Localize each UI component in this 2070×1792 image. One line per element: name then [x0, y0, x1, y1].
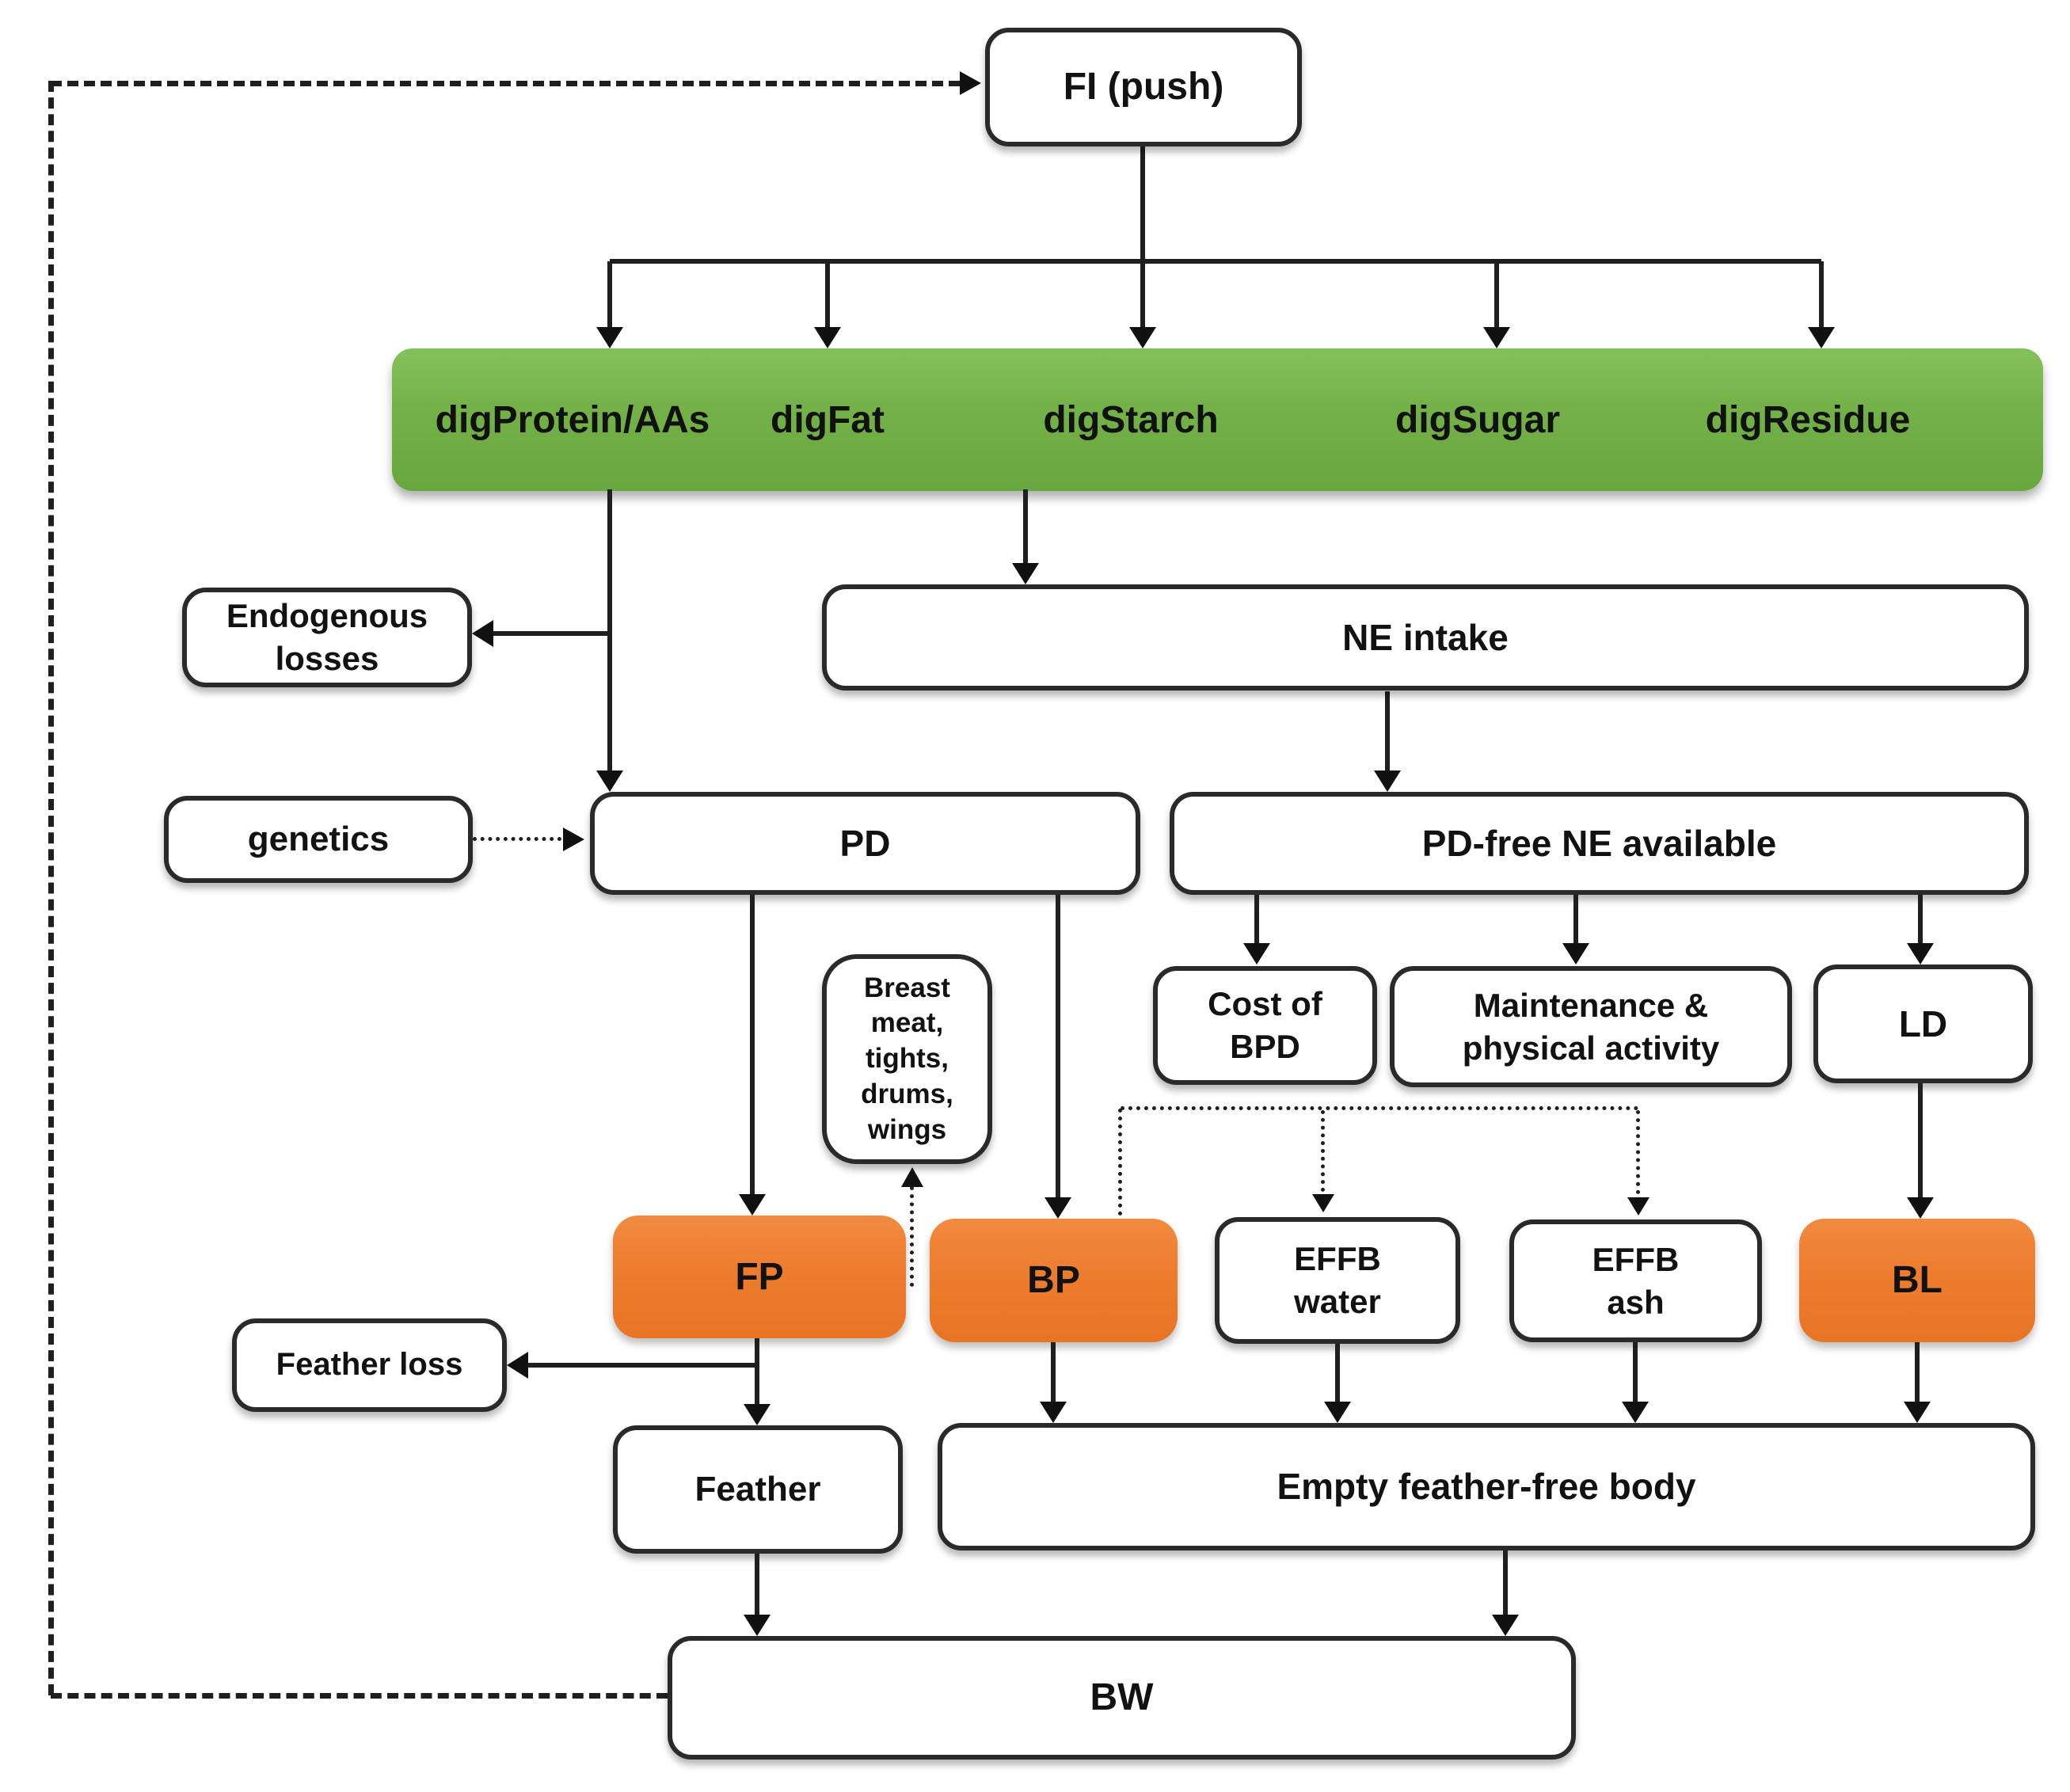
edge-feedback-top-horizontal: [51, 81, 960, 86]
node-effb-water: EFFB water: [1215, 1217, 1460, 1344]
ld-to-bl-arrowhead: [1907, 1197, 1934, 1219]
node-empty-body: Empty feather-free body: [938, 1423, 2035, 1550]
edge-pd-to-fp: [750, 895, 755, 1196]
feedback-to-fi-arrowhead: [960, 71, 981, 95]
edge-protein-to-pd: [607, 489, 612, 774]
drop-digprotein-arrowhead: [596, 327, 623, 348]
node-bw: BW: [668, 1636, 1576, 1760]
node-pd: PD: [590, 792, 1140, 895]
pd-to-fp-arrowhead: [739, 1194, 766, 1216]
node-fp: FP: [613, 1216, 906, 1338]
node-ne-intake: NE intake: [822, 584, 2029, 691]
edge-dotted-fp-to-breast: [910, 1186, 914, 1287]
node-maintenance: Maintenance & physical activity: [1390, 966, 1792, 1087]
ne-to-pdfree-arrowhead: [1374, 770, 1401, 792]
bar-label-digsugar: digSugar: [1395, 398, 1561, 441]
drop-digsugar-arrowhead: [1483, 327, 1510, 348]
edge-feedback-left-vertical: [48, 81, 54, 1695]
water-to-body-arrowhead: [1324, 1402, 1351, 1423]
bar-label-digresidue: digResidue: [1705, 398, 1911, 441]
edge-drop-digsugar: [1494, 261, 1499, 329]
edge-pd-to-bp: [1056, 895, 1060, 1199]
edge-feedback-bottom-horizontal: [51, 1693, 668, 1699]
edge-dotted-horizontal: [1121, 1106, 1638, 1110]
edge-pdfree-to-cost: [1254, 895, 1259, 947]
edge-bp-to-body: [1051, 1342, 1056, 1404]
bar-label-digstarch: digStarch: [1043, 398, 1219, 441]
edge-starch-to-ne: [1023, 489, 1028, 567]
drop-digstarch-arrowhead: [1129, 327, 1156, 348]
edge-body-to-bw: [1503, 1550, 1508, 1617]
edge-branch-endogenous: [491, 631, 610, 636]
dotted-to-water-arrowhead: [1312, 1194, 1334, 1212]
edge-genetics-to-pd: [473, 837, 561, 841]
edge-drop-digstarch: [1140, 261, 1145, 329]
pd-to-bp-arrowhead: [1045, 1197, 1071, 1219]
pdfree-to-ld-arrowhead: [1907, 943, 1934, 964]
bar-label-digprotein: digProtein/AAs: [435, 398, 710, 441]
dotted-to-ash-arrowhead: [1627, 1197, 1650, 1216]
endogenous-arrowhead: [472, 620, 493, 647]
node-breast-parts: Breast meat, tights, drums, wings: [822, 954, 992, 1164]
edge-dotted-bp-up: [1118, 1109, 1122, 1216]
edge-ash-to-body: [1633, 1342, 1638, 1404]
node-genetics: genetics: [164, 796, 473, 883]
edge-drop-digfat: [825, 261, 830, 329]
feather-loss-arrowhead: [507, 1352, 528, 1379]
edge-drop-digresidue: [1819, 261, 1824, 329]
bl-to-body-arrowhead: [1904, 1402, 1931, 1423]
starch-to-ne-arrowhead: [1012, 563, 1039, 584]
node-bp: BP: [930, 1219, 1178, 1342]
edge-feather-to-bw: [755, 1554, 759, 1617]
edge-ld-to-bl: [1918, 1083, 1923, 1199]
pdfree-to-maintenance-arrowhead: [1562, 943, 1589, 964]
bp-to-body-arrowhead: [1040, 1402, 1067, 1423]
node-bl: BL: [1799, 1219, 2035, 1342]
node-cost-of-bpd: Cost of BPD: [1153, 966, 1377, 1085]
node-feather: Feather: [613, 1425, 903, 1554]
body-to-bw-arrowhead: [1492, 1615, 1519, 1636]
edge-fp-to-feather: [755, 1338, 759, 1406]
drop-digfat-arrowhead: [814, 327, 841, 348]
genetics-to-pd-arrowhead: [563, 828, 584, 851]
bar-label-digfat: digFat: [771, 398, 885, 441]
node-ld: LD: [1813, 964, 2033, 1083]
edge-water-to-body: [1335, 1344, 1340, 1404]
edge-ne-to-pdfree: [1385, 691, 1390, 774]
node-pd-free: PD-free NE available: [1170, 792, 2029, 895]
edge-fi-stem: [1140, 144, 1145, 261]
feather-to-bw-arrowhead: [744, 1615, 771, 1636]
edge-dotted-to-ash: [1636, 1110, 1640, 1194]
drop-digresidue-arrowhead: [1808, 327, 1835, 348]
protein-to-pd-arrowhead: [596, 770, 623, 792]
edge-branch-feather-loss: [526, 1363, 757, 1368]
edge-distribution-line: [610, 259, 1821, 264]
node-digestible-bar: digProtein/AAs digFat digStarch digSugar…: [392, 348, 2043, 491]
pdfree-to-cost-arrowhead: [1243, 943, 1270, 964]
ash-to-body-arrowhead: [1622, 1402, 1649, 1423]
fp-to-feather-arrowhead: [744, 1404, 771, 1425]
edge-drop-digprotein: [607, 261, 612, 329]
node-feather-loss: Feather loss: [232, 1318, 507, 1412]
node-endogenous-losses: Endogenous losses: [182, 588, 472, 687]
edge-bl-to-body: [1915, 1342, 1920, 1404]
node-fi: FI (push): [985, 28, 1302, 146]
edge-dotted-to-water: [1321, 1110, 1325, 1192]
fp-to-breast-arrowhead: [901, 1167, 923, 1187]
node-effb-ash: EFFB ash: [1509, 1219, 1762, 1342]
edge-pdfree-to-maintenance: [1573, 895, 1578, 947]
edge-pdfree-to-ld: [1918, 895, 1923, 947]
